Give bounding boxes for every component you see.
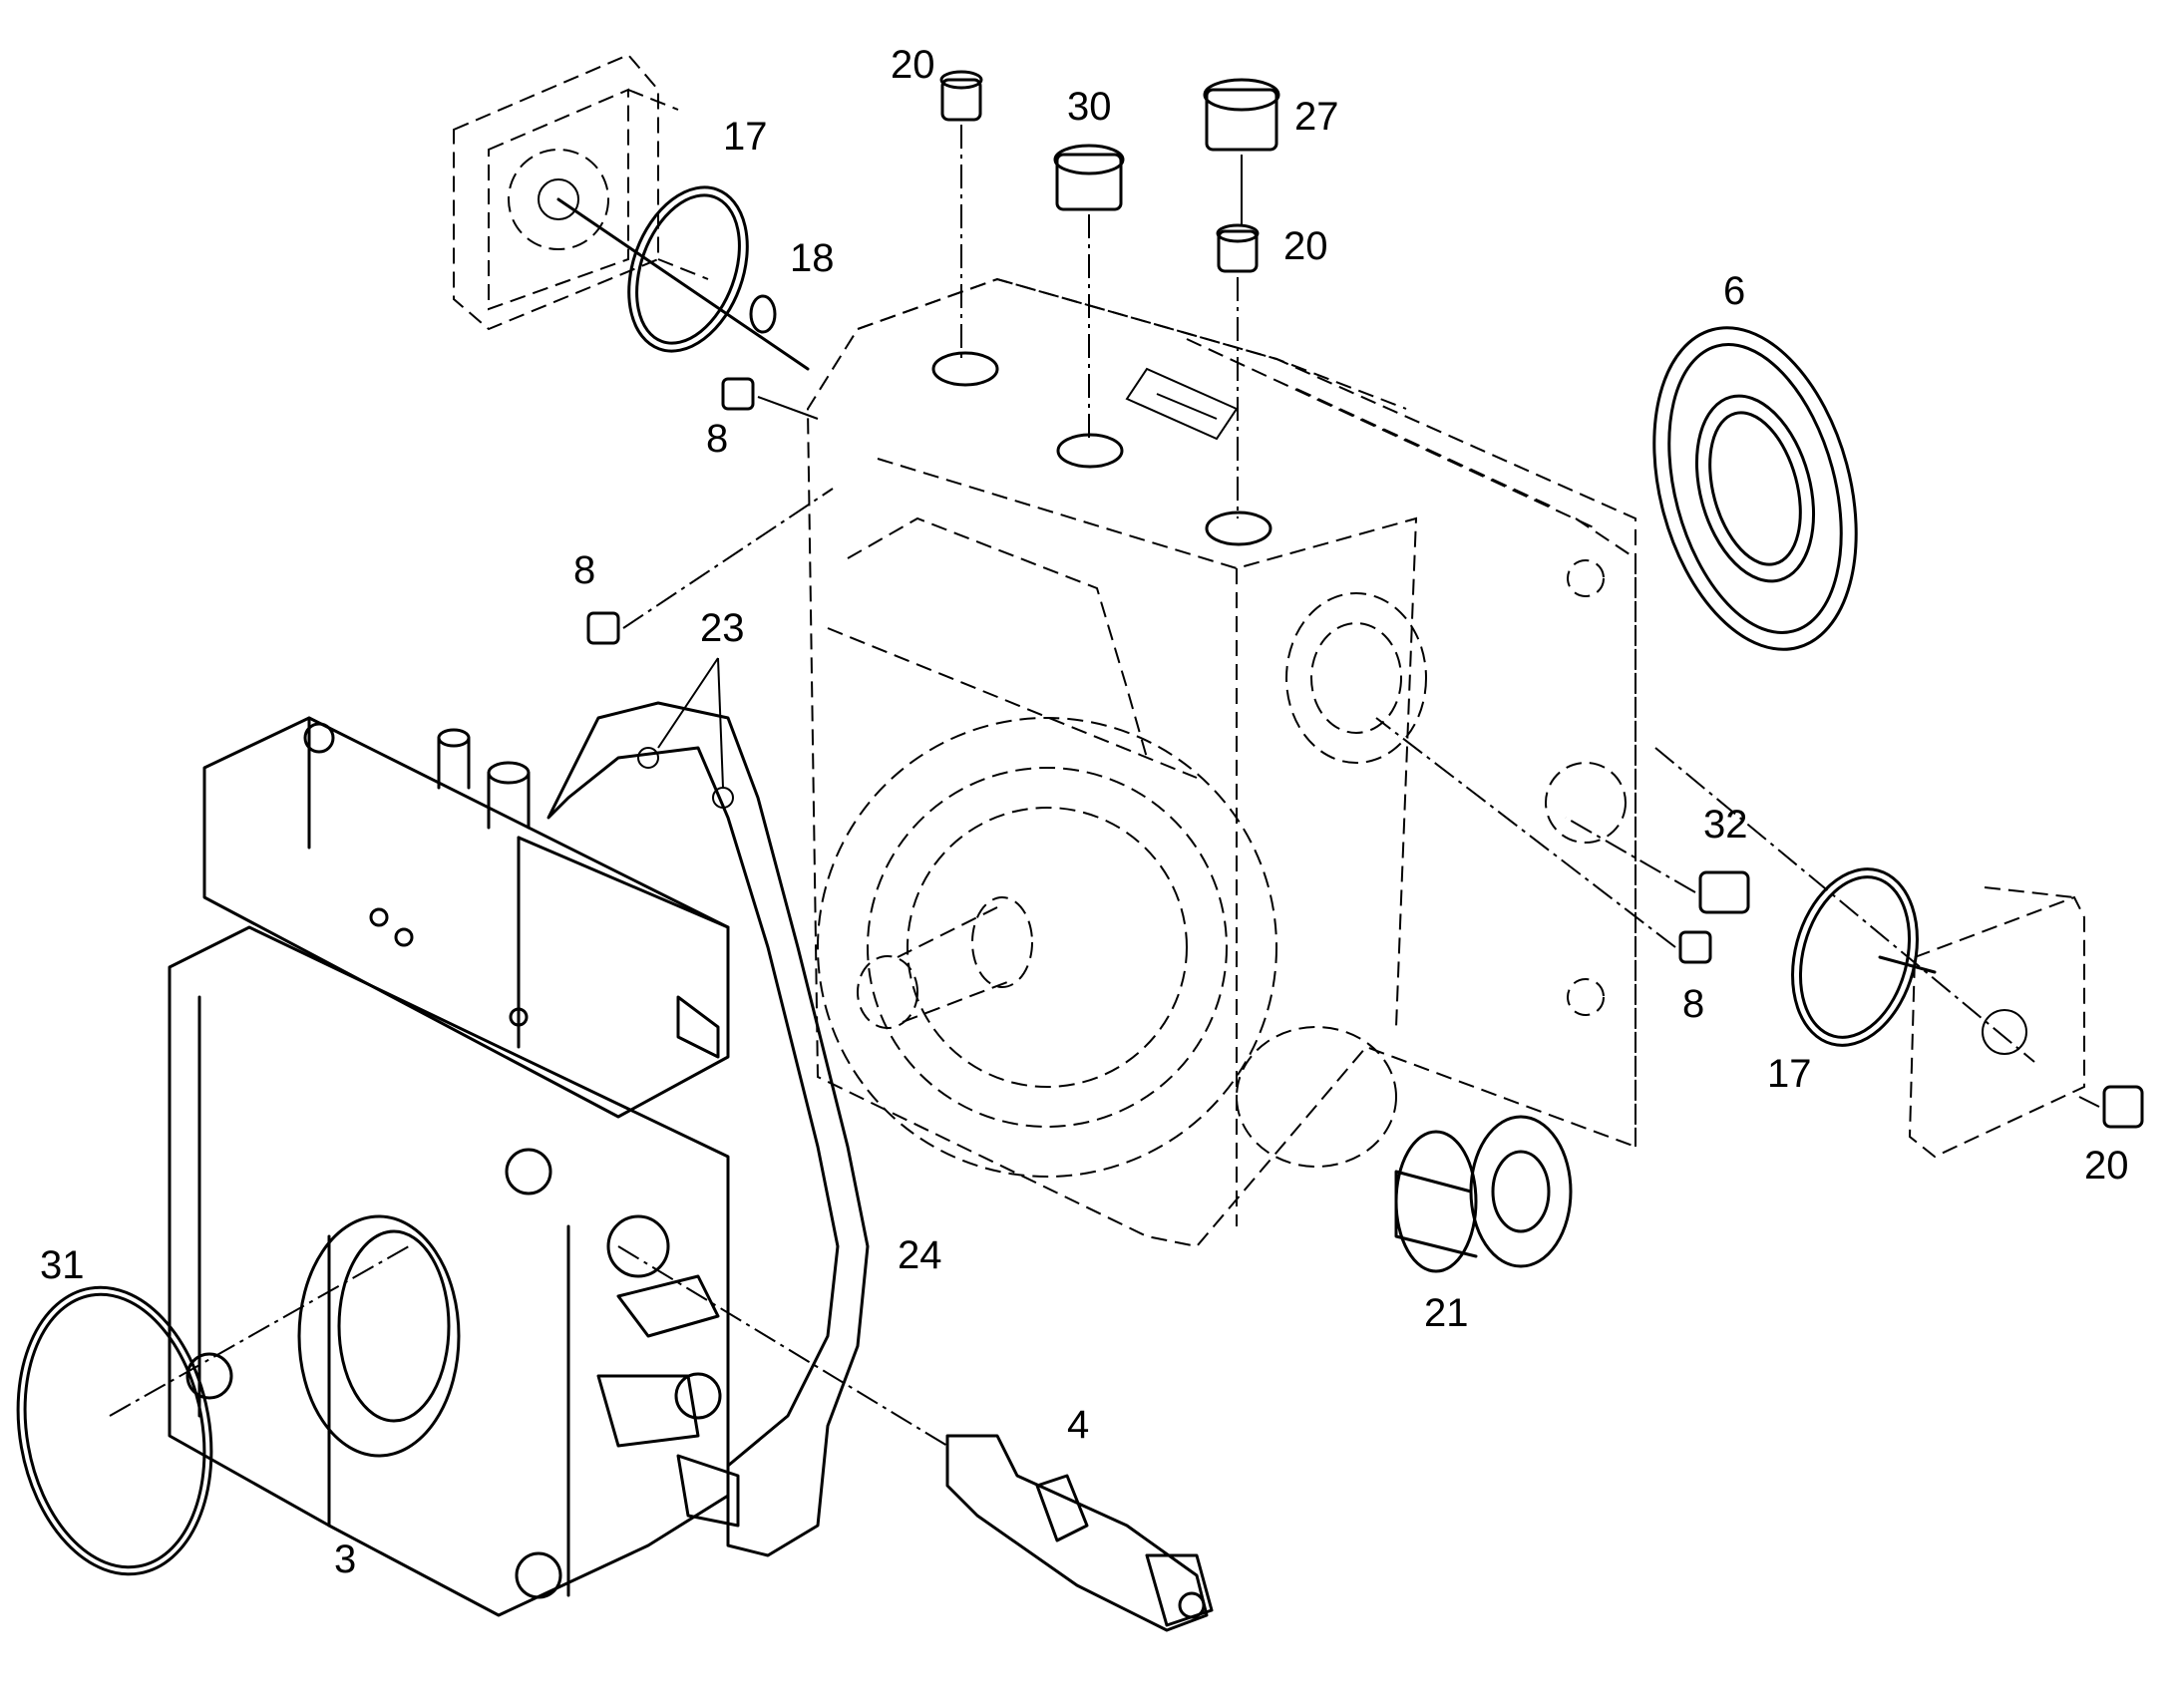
port-top-mid (1056, 433, 1124, 469)
leader-23-b (717, 657, 724, 789)
plug-21 (1394, 1115, 1573, 1273)
callout-20-top-right: 20 (1283, 224, 1328, 268)
o-ring-17-right-inner (1798, 875, 1912, 1039)
callout-8-mid: 8 (573, 548, 595, 592)
o-ring-17-top-inner (635, 193, 741, 345)
o-ring-31-inner (23, 1292, 206, 1569)
o-ring-31 (16, 1285, 213, 1576)
callout-31: 31 (40, 1243, 85, 1287)
port-top-right (1205, 511, 1272, 546)
gasket (546, 701, 870, 1557)
callout-17-top: 17 (723, 115, 768, 159)
plug-20-top-right (1216, 223, 1260, 518)
nameplate (1125, 367, 1239, 441)
callout-27: 27 (1294, 95, 1339, 139)
callout-8-upper: 8 (706, 417, 728, 461)
callout-20-top-left: 20 (891, 43, 935, 87)
callout-8-right: 8 (1682, 982, 1704, 1026)
plug-20-top-left (939, 70, 983, 359)
seal-ring-18 (749, 294, 777, 334)
plug-8-mid (586, 488, 834, 645)
callout-30: 30 (1067, 85, 1112, 129)
callout-4: 4 (1067, 1403, 1089, 1447)
callout-17-right: 17 (1767, 1052, 1812, 1096)
plug-30 (1053, 144, 1125, 439)
o-ring-31-axis (109, 1245, 410, 1417)
plug-8-upper (721, 377, 819, 420)
plug-32 (1565, 817, 1750, 914)
control-valve-block (168, 716, 740, 1617)
drive-shaft (857, 896, 1033, 1029)
callout-32: 32 (1703, 803, 1748, 847)
callout-6: 6 (1723, 269, 1745, 313)
port-top-left (931, 351, 999, 387)
plug-20-right (2078, 1085, 2144, 1129)
top-left-cover (453, 53, 810, 371)
plug-27 (1203, 78, 1280, 224)
callout-3: 3 (334, 1537, 356, 1581)
callout-21: 21 (1424, 1291, 1469, 1335)
pump-housing (806, 277, 1636, 1248)
relief-valve-4 (617, 1245, 1214, 1632)
o-ring-17-top (627, 185, 749, 353)
callout-18: 18 (790, 236, 835, 280)
callout-20-right: 20 (2084, 1144, 2129, 1188)
callout-23: 23 (700, 606, 745, 650)
right-cover (1654, 747, 2085, 1159)
plug-8-right (1375, 717, 1712, 964)
shaft-seal-6 (1652, 326, 1858, 651)
leader-23-a (657, 657, 719, 749)
callout-24: 24 (898, 1233, 942, 1277)
o-ring-17-right (1791, 867, 1919, 1047)
